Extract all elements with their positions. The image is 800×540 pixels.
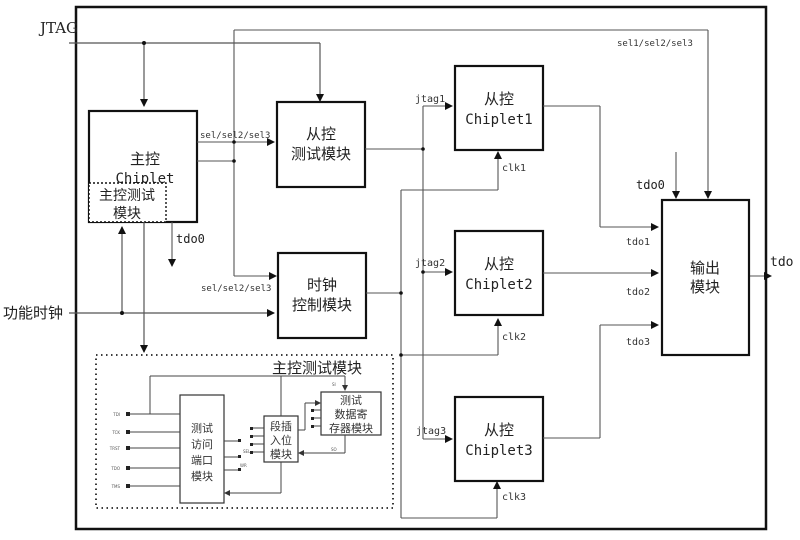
slave-chiplet-3-label-1: 从控 xyxy=(484,421,514,439)
tdo-wires xyxy=(543,105,772,439)
tdo-output-label: tdo xyxy=(770,255,793,270)
junction-dot xyxy=(421,270,425,274)
pin-label-trst: TRST xyxy=(109,446,121,451)
tap-label-2: 访问 xyxy=(191,438,213,451)
slave-chiplet-2-block xyxy=(453,229,545,317)
sel-label-clk: sel/sel2/sel3 xyxy=(201,284,271,294)
junction-dot xyxy=(142,41,146,45)
tdr-label-3: 存器模块 xyxy=(329,421,373,435)
slave-chiplet-1-label-2: Chiplet1 xyxy=(465,112,532,128)
tap-label-3: 端口 xyxy=(191,454,213,467)
tdr-block xyxy=(320,391,382,436)
small-label-so: SO xyxy=(331,447,337,452)
output-module-label-2: 模块 xyxy=(690,278,720,296)
junction-dot xyxy=(399,353,403,357)
pin-label-tdi: TDI xyxy=(112,412,120,417)
junction-dot xyxy=(120,311,124,315)
tdo1-label: tdo1 xyxy=(626,237,650,248)
functional-clock-label: 功能时钟 xyxy=(3,304,63,322)
tap-label-1: 测试 xyxy=(191,422,213,435)
master-test-sub-label-2: 模块 xyxy=(113,206,141,222)
clock-control-label-2: 控制模块 xyxy=(292,296,352,314)
junction-dot xyxy=(421,147,425,151)
tdo0-out-label: tdo0 xyxy=(636,178,665,192)
pin-label-tck: TCK xyxy=(111,430,120,435)
segment-label-1: 段插 xyxy=(270,419,292,433)
small-label-si: SI xyxy=(332,382,336,387)
tdr-label-1: 测试 xyxy=(340,394,362,407)
pin-label-tdo: TDO xyxy=(110,466,120,471)
detail-wires xyxy=(128,375,348,496)
jtag1-label: jtag1 xyxy=(415,94,445,105)
slave-chiplet-1-label-1: 从控 xyxy=(484,90,514,108)
segment-insertion-block xyxy=(263,415,299,463)
slave-test-block xyxy=(275,100,367,189)
master-test-sub-label-1: 主控测试 xyxy=(99,188,155,204)
jtag-label: JTAG xyxy=(38,19,78,37)
clock-control-label-1: 时钟 xyxy=(307,276,337,294)
output-module-label-1: 输出 xyxy=(690,259,720,277)
jtag2-label: jtag2 xyxy=(415,258,445,269)
detail-pin-dots xyxy=(126,409,314,488)
slave-chiplet-3-block xyxy=(453,395,545,483)
clk2-label: clk2 xyxy=(502,332,526,343)
tdr-label-2: 数据寄 xyxy=(335,407,368,421)
junction-dot xyxy=(232,159,236,163)
tap-block xyxy=(179,394,225,504)
jtag-distribution-wires xyxy=(365,102,453,443)
master-test-sub-block xyxy=(88,182,167,223)
sel-top-wire xyxy=(233,29,712,280)
tdo3-label: tdo3 xyxy=(626,337,650,348)
master-chiplet-label-1: 主控 xyxy=(130,150,160,168)
tdo0-master-label: tdo0 xyxy=(176,232,205,246)
slave-chiplet-3-label-2: Chiplet3 xyxy=(465,443,532,459)
slave-chiplet-1-block xyxy=(453,64,545,152)
sel-label-mid: sel/sel2/sel3 xyxy=(200,131,270,141)
master-sel-wires xyxy=(197,138,275,162)
small-label-wr: WR xyxy=(240,463,247,468)
clock-control-block xyxy=(276,251,368,340)
slave-test-label-2: 测试模块 xyxy=(291,145,351,163)
segment-label-3: 模块 xyxy=(270,448,292,461)
segment-label-2: 入位 xyxy=(270,433,292,447)
sel-label-top: sel1/sel2/sel3 xyxy=(617,39,693,49)
pin-label-tms: TMS xyxy=(111,484,121,489)
jtag3-label: jtag3 xyxy=(416,426,446,437)
slave-test-label-1: 从控 xyxy=(306,125,336,143)
junction-dot xyxy=(232,140,236,144)
small-label-sel: SEL xyxy=(243,449,251,454)
jtag-bus xyxy=(69,42,324,107)
tap-label-4: 模块 xyxy=(191,470,213,483)
functional-clock-wire xyxy=(69,222,275,353)
clk3-label: clk3 xyxy=(502,492,526,503)
tdo2-label: tdo2 xyxy=(626,287,650,298)
output-module-block xyxy=(660,198,751,357)
master-test-detail-title: 主控测试模块 xyxy=(272,359,362,377)
junction-dot xyxy=(399,291,403,295)
system-boundary xyxy=(74,5,768,531)
slave-chiplet-2-label-2: Chiplet2 xyxy=(465,277,532,293)
clk1-label: clk1 xyxy=(502,163,526,174)
slave-chiplet-2-label-1: 从控 xyxy=(484,255,514,273)
